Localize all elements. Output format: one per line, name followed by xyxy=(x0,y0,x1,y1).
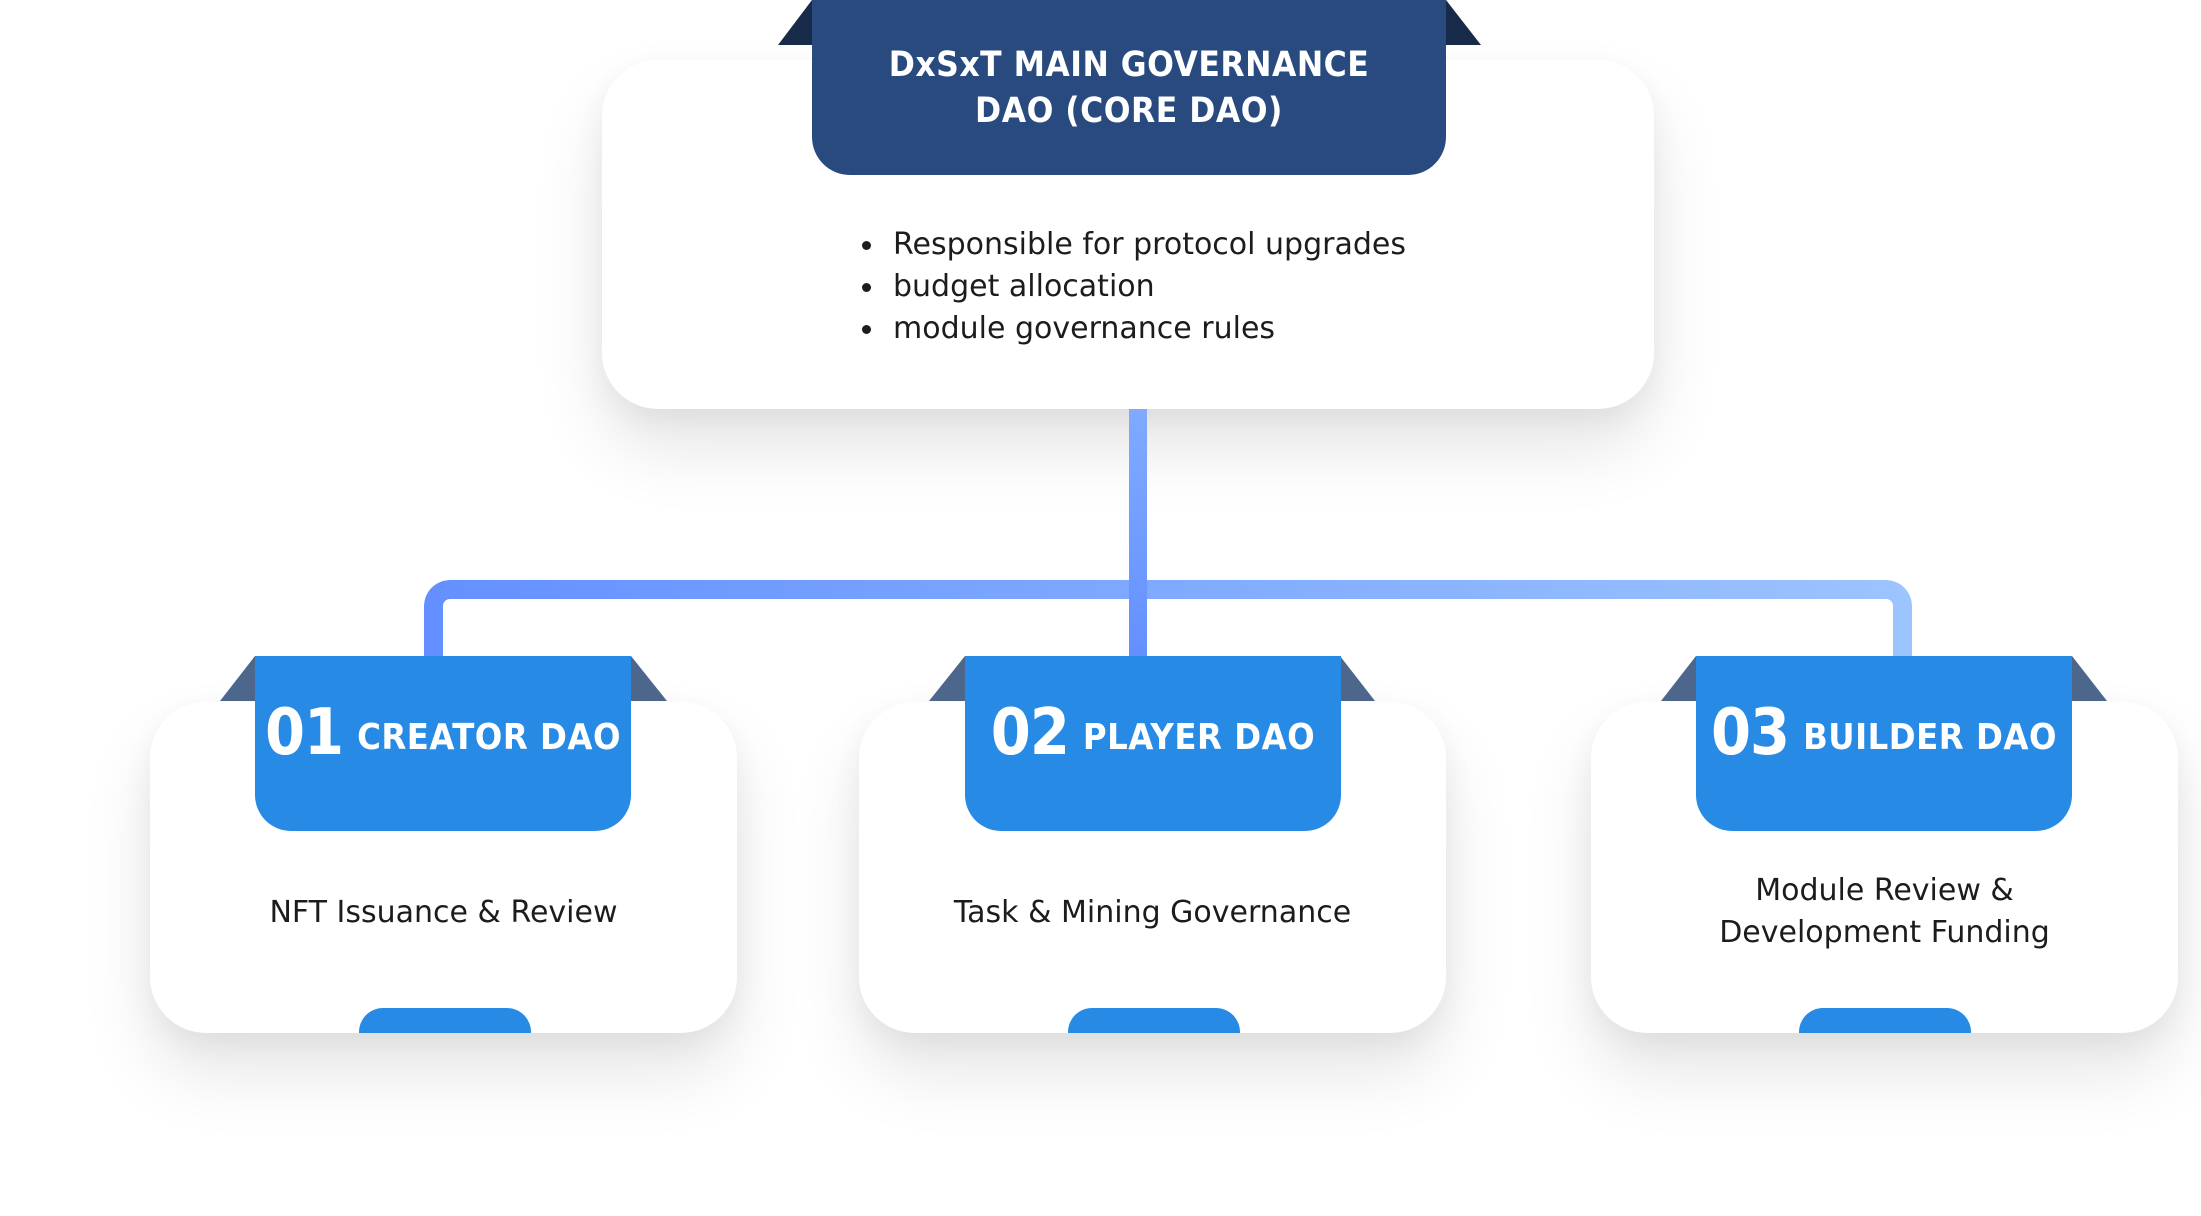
builder-dao-bottom-tab xyxy=(1799,1008,1971,1033)
core-dao-title-line2: DAO (CORE DAO) xyxy=(975,91,1283,131)
responsibility-text: Responsible for protocol upgrades xyxy=(893,227,1406,262)
responsibility-item: Responsible for protocol upgrades xyxy=(862,224,1406,266)
player-tab-fold-left xyxy=(929,656,965,701)
player-dao-name: PLAYER DAO xyxy=(1082,717,1316,758)
creator-dao-bottom-tab xyxy=(359,1008,531,1033)
creator-dao-name: CREATOR DAO xyxy=(357,717,622,758)
player-dao-bottom-tab xyxy=(1068,1008,1240,1033)
creator-dao-header: 01 CREATOR DAO xyxy=(255,656,631,831)
builder-dao-name: BUILDER DAO xyxy=(1803,717,2057,758)
builder-tab-fold-right xyxy=(2072,656,2107,701)
player-dao-header: 02 PLAYER DAO xyxy=(965,656,1341,831)
core-tab-fold-right xyxy=(1446,0,1481,45)
builder-dao-number: 03 xyxy=(1710,695,1790,770)
bullet-icon xyxy=(862,325,871,334)
creator-dao-description: NFT Issuance & Review xyxy=(150,892,737,934)
builder-dao-header: 03 BUILDER DAO xyxy=(1696,656,2072,831)
connector-horizontal-branch xyxy=(424,580,1912,656)
description-line: Module Review & xyxy=(1755,873,2014,908)
builder-tab-fold-left xyxy=(1661,656,1696,701)
bullet-icon xyxy=(862,283,871,292)
core-responsibilities-list: Responsible for protocol upgrades budget… xyxy=(862,224,1406,350)
core-dao-header: DxSxT MAIN GOVERNANCE DAO (CORE DAO) xyxy=(812,0,1446,175)
description-line: NFT Issuance & Review xyxy=(269,895,618,930)
description-line: Task & Mining Governance xyxy=(953,895,1352,930)
core-tab-fold-left xyxy=(778,0,812,45)
builder-dao-description: Module Review & Development Funding xyxy=(1591,870,2178,954)
responsibility-text: module governance rules xyxy=(893,311,1276,346)
connector-center-trunk xyxy=(1129,409,1147,656)
player-dao-number: 02 xyxy=(990,695,1070,770)
creator-tab-fold-left xyxy=(220,656,255,701)
creator-tab-fold-right xyxy=(631,656,667,701)
creator-dao-number: 01 xyxy=(264,695,344,770)
core-dao-title-line1: DxSxT MAIN GOVERNANCE xyxy=(888,45,1370,85)
description-line: Development Funding xyxy=(1719,915,2050,950)
player-tab-fold-right xyxy=(1340,656,1375,701)
responsibility-item: budget allocation xyxy=(862,266,1406,308)
responsibility-item: module governance rules xyxy=(862,308,1406,350)
bullet-icon xyxy=(862,241,871,250)
responsibility-text: budget allocation xyxy=(893,269,1155,304)
player-dao-description: Task & Mining Governance xyxy=(859,892,1446,934)
